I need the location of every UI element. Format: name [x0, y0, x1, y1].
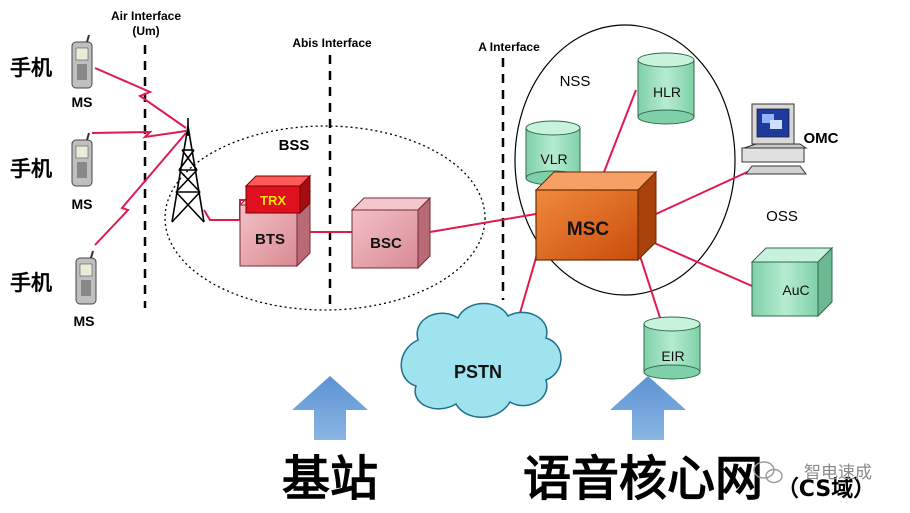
air-interface-label: Air Interface [111, 9, 181, 23]
omc-label: OMC [804, 130, 839, 147]
cs-domain-label: （CS域） [777, 476, 875, 502]
phone-1 [71, 34, 93, 89]
ms-label-1: MS [72, 94, 93, 110]
msc-box [534, 170, 658, 262]
abis-interface-label: Abis Interface [292, 36, 372, 50]
arrow-up-core-network-icon [610, 376, 686, 440]
auc-label: AuC [782, 282, 809, 298]
nss-boundary [514, 24, 736, 296]
eir-label: EIR [661, 348, 684, 364]
pstn-label: PSTN [454, 362, 502, 382]
oss-label: OSS [766, 208, 798, 225]
antenna-tower-icon [171, 118, 205, 223]
auc-box [750, 246, 834, 318]
hlr-label: HLR [653, 84, 681, 100]
ms-label-2: MS [72, 196, 93, 212]
bsc-label: BSC [370, 235, 402, 252]
hlr-cylinder [637, 52, 695, 125]
a-interface-label: A Interface [478, 40, 540, 54]
radio-links [91, 67, 187, 246]
trx-box [244, 174, 312, 215]
eir-cylinder [643, 316, 701, 380]
bss-boundary [164, 125, 486, 311]
phone-3 [75, 250, 97, 305]
ms-label-3: MS [74, 313, 95, 329]
trx-label: TRX [260, 193, 286, 208]
msc-label: MSC [567, 219, 610, 240]
bts-label: BTS [255, 231, 285, 248]
pstn-cloud [400, 302, 562, 418]
vlr-cylinder [525, 120, 581, 186]
phone-label-1: 手机 [10, 56, 52, 80]
vlr-label: VLR [540, 151, 567, 167]
phone-label-3: 手机 [10, 271, 52, 295]
base-station-title: 基站 [282, 451, 378, 507]
nss-label: NSS [560, 73, 591, 90]
wechat-watermark-icon [753, 461, 783, 484]
air-interface-um-label: (Um) [132, 24, 159, 38]
bss-label: BSS [279, 137, 310, 154]
omc-computer-icon [741, 103, 808, 175]
bsc-box [350, 196, 432, 270]
voice-core-title: 语音核心网 [523, 451, 763, 507]
arrow-up-base-station-icon [292, 376, 368, 440]
phone-label-2: 手机 [10, 157, 52, 181]
phone-2 [71, 132, 93, 187]
watermark-text: 智电速成 [804, 463, 872, 483]
